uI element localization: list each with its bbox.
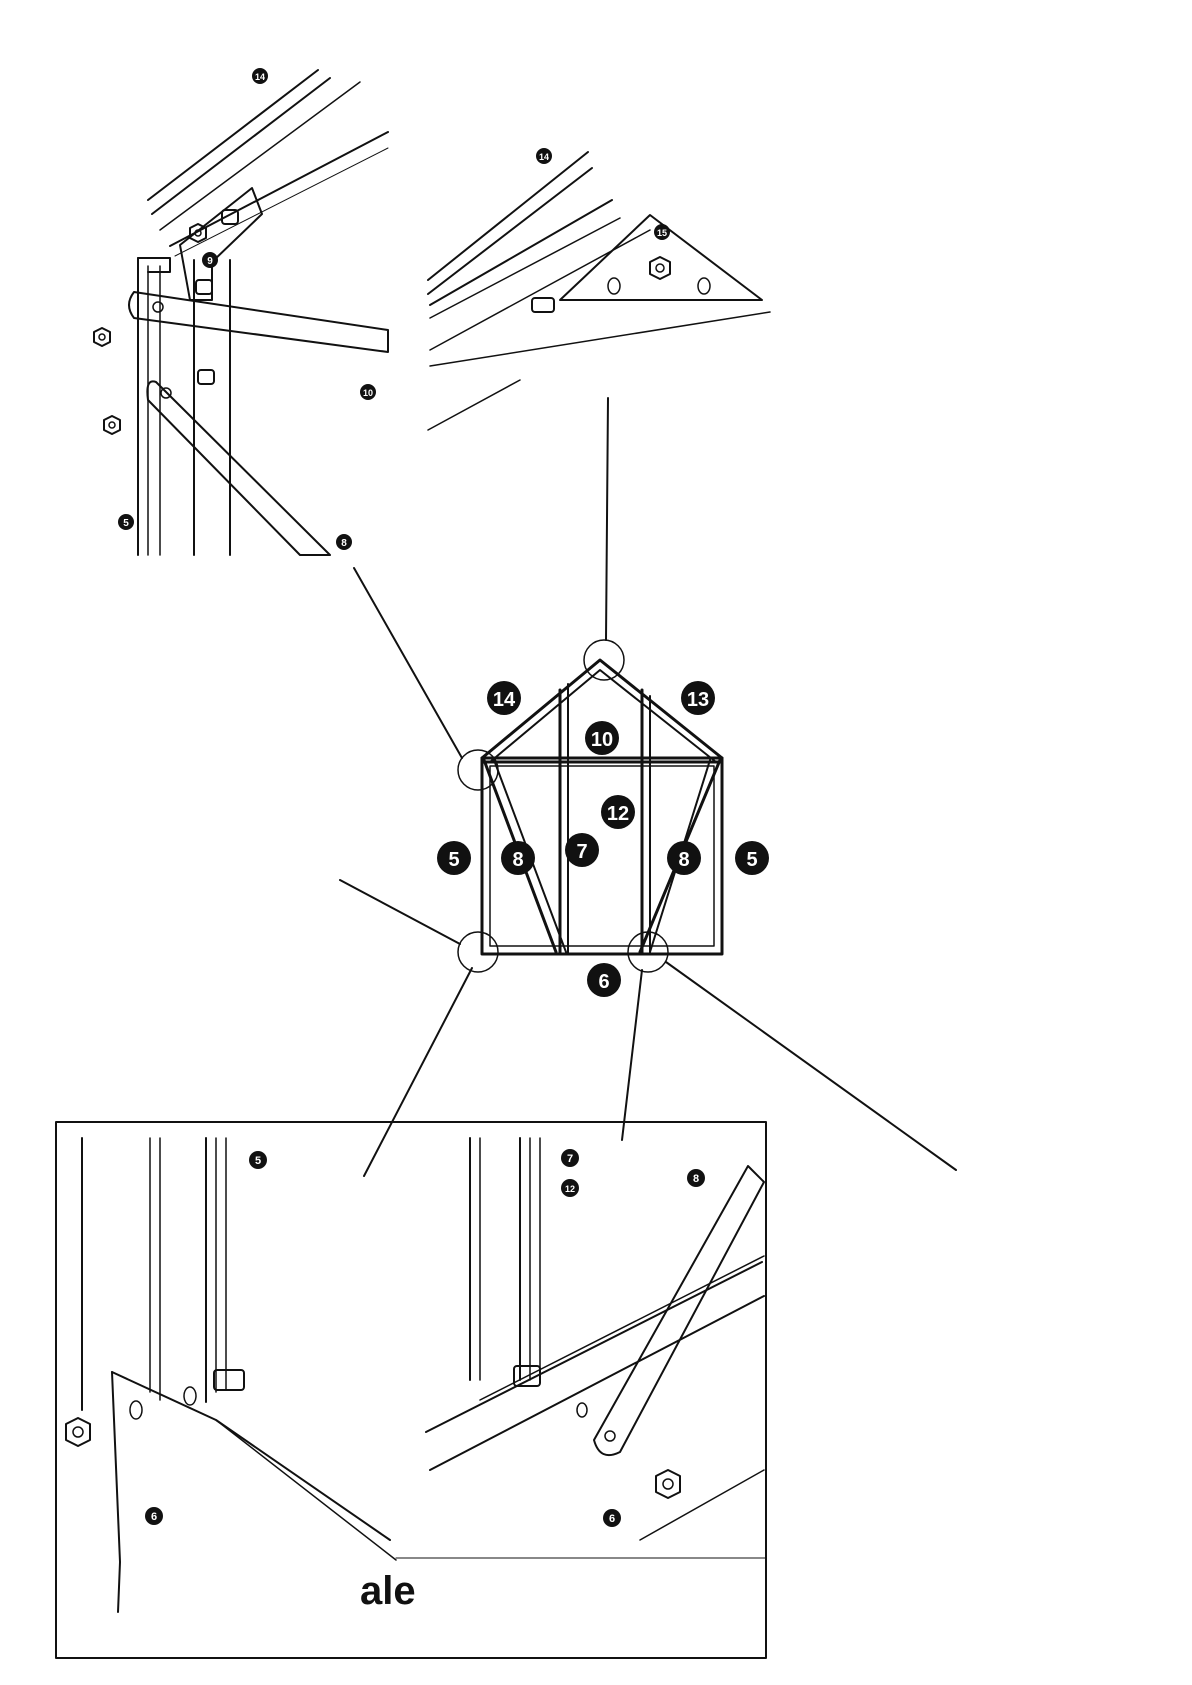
part-label-15-small: 15 — [654, 224, 670, 240]
svg-text:12: 12 — [607, 803, 629, 825]
svg-text:12: 12 — [565, 1184, 575, 1194]
svg-text:14: 14 — [493, 689, 516, 711]
part-label-10-small: 10 — [360, 384, 376, 400]
part-label-14: 14 — [487, 681, 521, 715]
part-label-8-left: 8 — [501, 841, 535, 875]
part-label-6-small-b: 6 — [603, 1509, 621, 1527]
part-label-14-small-a: 14 — [252, 68, 268, 84]
svg-text:15: 15 — [657, 228, 667, 238]
svg-text:8: 8 — [678, 849, 689, 871]
part-label-8-right: 8 — [667, 841, 701, 875]
part-label-5-small-b: 5 — [249, 1151, 267, 1169]
detail-eave-joint — [70, 58, 388, 556]
detail-ridge-joint — [426, 135, 770, 445]
part-label-7: 7 — [565, 833, 599, 867]
svg-text:9: 9 — [207, 256, 213, 267]
svg-text:5: 5 — [448, 849, 459, 871]
svg-text:8: 8 — [341, 538, 347, 549]
svg-text:5: 5 — [123, 518, 129, 529]
svg-text:5: 5 — [255, 1155, 261, 1167]
svg-text:8: 8 — [693, 1173, 699, 1185]
part-label-9-small: 9 — [202, 252, 218, 268]
svg-text:6: 6 — [151, 1511, 157, 1523]
part-label-5-right: 5 — [735, 841, 769, 875]
svg-text:10: 10 — [363, 388, 373, 398]
part-label-8-small-b: 8 — [687, 1169, 705, 1187]
svg-text:14: 14 — [255, 72, 265, 82]
part-label-10: 10 — [585, 721, 619, 755]
part-label-8-small-a: 8 — [336, 534, 352, 550]
svg-text:13: 13 — [687, 689, 709, 711]
part-label-7-small: 7 — [561, 1149, 579, 1167]
part-label-12-small: 12 — [561, 1179, 579, 1197]
svg-text:5: 5 — [746, 849, 757, 871]
caption-fragment: ale — [360, 1569, 416, 1613]
svg-text:7: 7 — [576, 841, 587, 863]
svg-text:8: 8 — [512, 849, 523, 871]
svg-text:7: 7 — [567, 1153, 573, 1165]
part-label-5-small-a: 5 — [118, 514, 134, 530]
svg-text:10: 10 — [591, 729, 613, 751]
part-label-5-left: 5 — [437, 841, 471, 875]
part-label-13: 13 — [681, 681, 715, 715]
main-frame — [340, 398, 956, 1176]
svg-text:14: 14 — [539, 152, 549, 162]
part-label-6: 6 — [587, 963, 621, 997]
part-label-12: 12 — [601, 795, 635, 829]
detail-base-joints: ale — [56, 1122, 766, 1658]
part-label-6-small-a: 6 — [145, 1507, 163, 1525]
svg-text:6: 6 — [609, 1513, 615, 1525]
part-label-14-small-b: 14 — [536, 148, 552, 164]
svg-text:6: 6 — [598, 971, 609, 993]
